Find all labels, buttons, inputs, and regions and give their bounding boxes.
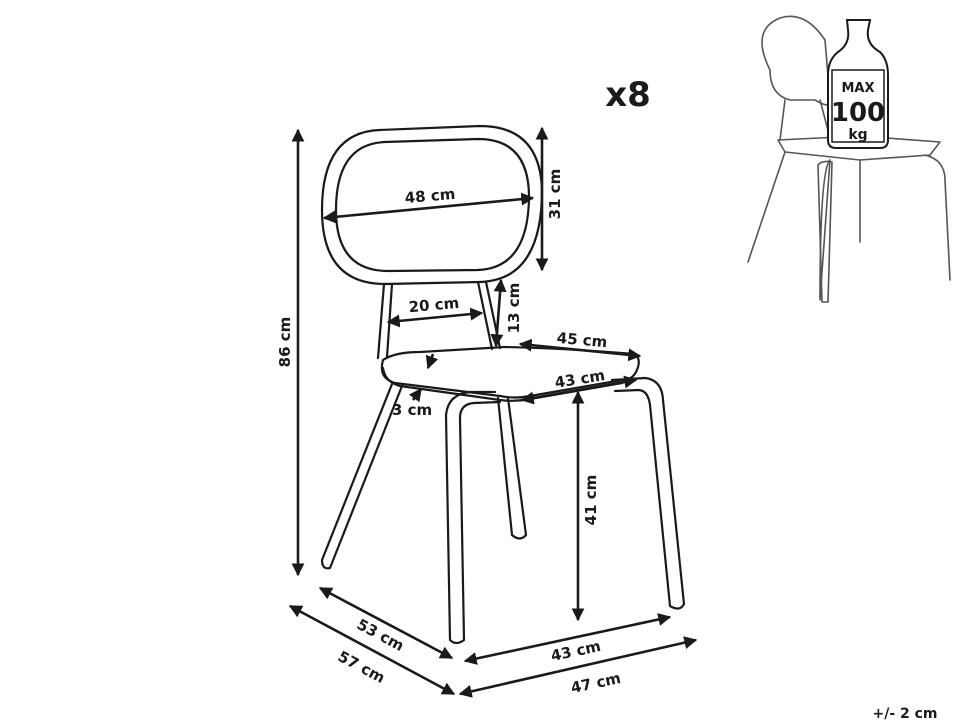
label-base-width-outer: 47 cm xyxy=(569,669,622,697)
label-backrest-height: 31 cm xyxy=(546,169,564,220)
label-backrest-gap-height: 13 cm xyxy=(505,283,523,334)
label-seat-depth: 45 cm xyxy=(556,329,608,351)
max-load-unit: kg xyxy=(848,127,867,143)
backrest-outer xyxy=(320,124,544,286)
max-load-value: 100 xyxy=(831,98,885,128)
label-seat-height: 41 cm xyxy=(582,475,600,526)
weight-vase-icon: MAX 100 kg xyxy=(827,19,889,149)
tolerance-label: +/- 2 cm xyxy=(872,706,937,722)
chair-drawing xyxy=(320,124,686,645)
quantity-label: x8 xyxy=(605,75,651,115)
leg-front-left xyxy=(444,390,502,645)
max-load-line1: MAX xyxy=(841,81,874,96)
backrest-inner xyxy=(334,137,531,273)
dimension-arrows xyxy=(288,126,698,698)
label-backrest-width: 48 cm xyxy=(404,185,456,207)
label-total-height: 86 cm xyxy=(276,317,294,368)
leg-front-right xyxy=(610,376,686,610)
max-load-thumbnail: MAX 100 kg xyxy=(747,15,951,303)
label-seat-thickness: 3 cm xyxy=(392,401,432,419)
leg-back-left xyxy=(320,382,404,570)
label-backrest-gap-width: 20 cm xyxy=(408,294,460,316)
leg-back-right xyxy=(496,396,528,540)
